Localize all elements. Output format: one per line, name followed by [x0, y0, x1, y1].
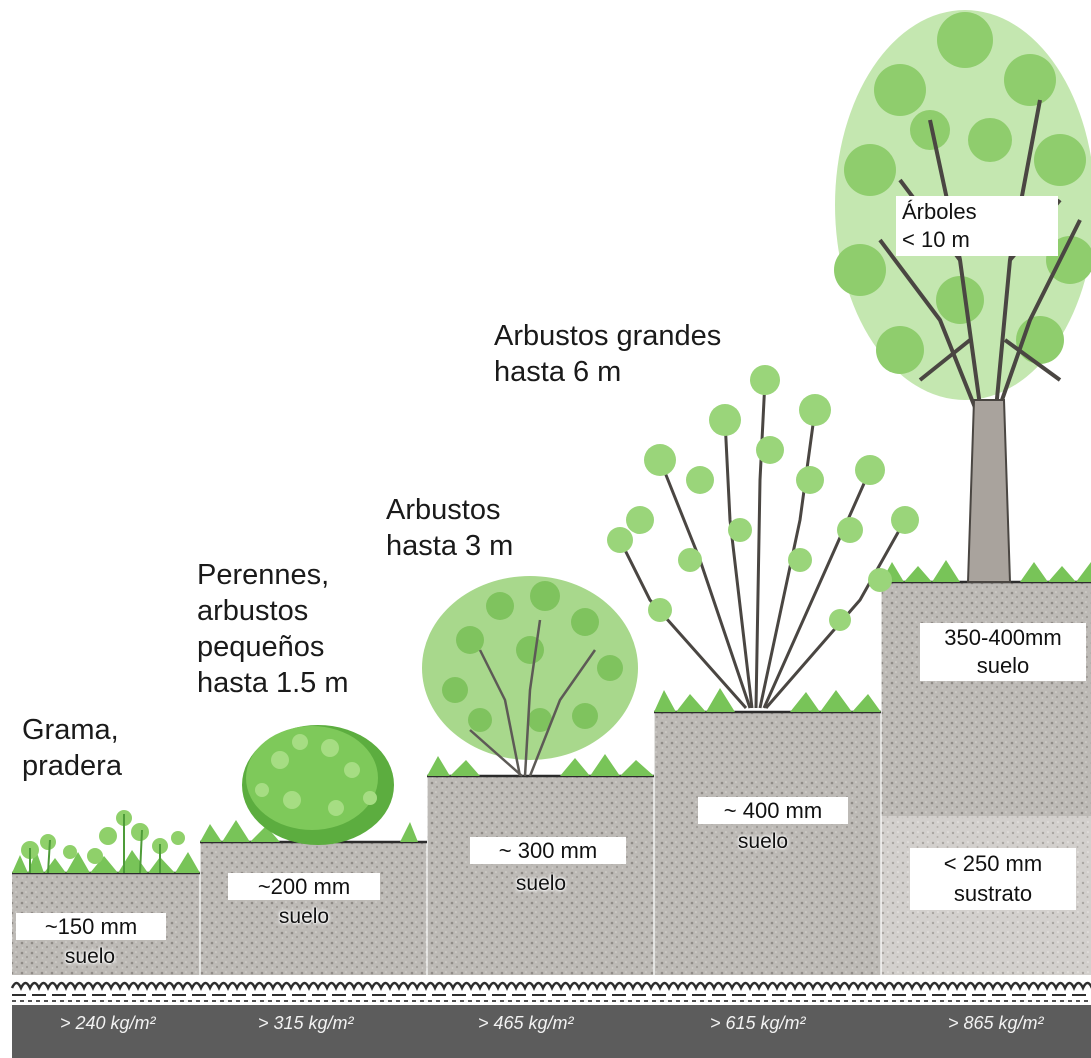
load-grass: > 240 kg/m²: [60, 1013, 156, 1034]
soil-type-large-shrubs: suelo: [698, 830, 828, 854]
substrate-depth-trees: < 250 mmsustrato: [910, 848, 1076, 910]
soil-type-perennials: suelo: [240, 905, 368, 929]
label-shrubs: Arbustoshasta 3 m: [386, 492, 513, 564]
tree: [834, 10, 1091, 582]
soil-depth-perennials: ~200 mm: [228, 873, 380, 900]
soil-block-trees: [881, 582, 1091, 816]
shrub-large: [607, 365, 919, 708]
label-grass-meadow: Grama,pradera: [22, 712, 122, 784]
label-large-shrubs: Arbustos grandeshasta 6 m: [494, 318, 721, 390]
soil-type-grass: suelo: [30, 945, 150, 969]
load-large-shrubs: > 615 kg/m²: [710, 1013, 806, 1034]
drainage-layer: [12, 975, 1091, 1005]
load-trees: > 865 kg/m²: [948, 1013, 1044, 1034]
load-shrubs: > 465 kg/m²: [478, 1013, 574, 1034]
perennial-bush: [242, 725, 394, 845]
soil-depth-shrubs: ~ 300 mm: [470, 837, 626, 864]
soil-depth-trees: 350-400mmsuelo: [920, 623, 1086, 681]
label-trees: Árboles< 10 m: [896, 196, 1058, 256]
soil-depth-grass: ~150 mm: [16, 913, 166, 940]
soil-type-shrubs: suelo: [476, 872, 606, 896]
shrub-medium: [422, 576, 638, 776]
label-perennials: Perennes,arbustos pequeñoshasta 1.5 m: [197, 557, 349, 701]
soil-depth-large-shrubs: ~ 400 mm: [698, 797, 848, 824]
load-perennials: > 315 kg/m²: [258, 1013, 354, 1034]
